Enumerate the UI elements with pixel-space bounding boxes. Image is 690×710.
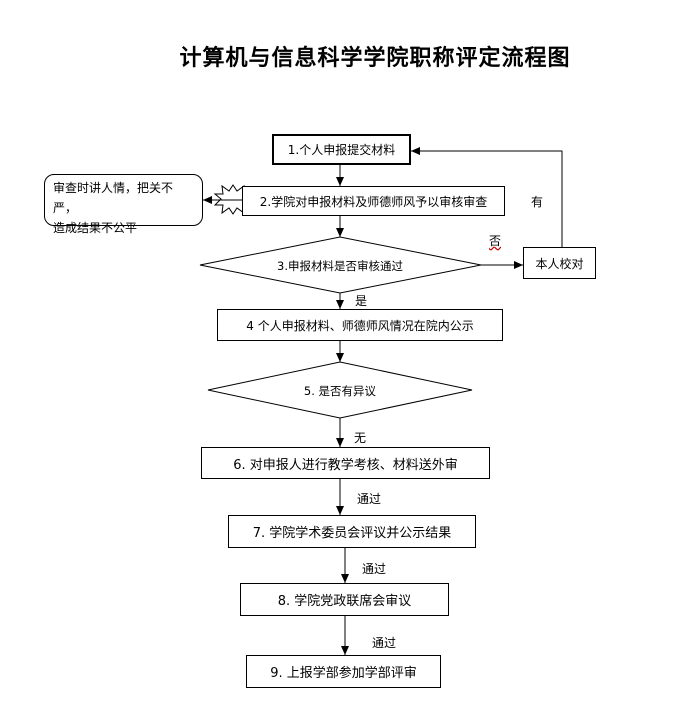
risk-callout-line1: 审查时讲人情，把关不严，: [53, 181, 174, 215]
edge-label-pass-3: 通过: [372, 636, 397, 650]
risk-callout: 审查时讲人情，把关不严， 造成结果不公平: [44, 174, 203, 235]
step-9-faculty-review: 9. 上报学部参加学部评审: [246, 655, 441, 688]
arrow-selfcheck-s1: [411, 147, 563, 247]
edge-label-no: 否: [489, 234, 502, 248]
decision-5-label: 5. 是否有异议: [303, 384, 377, 398]
step-8-party-joint-meeting: 8. 学院党政联席会审议: [240, 583, 449, 616]
edge-label-none: 无: [354, 431, 367, 445]
edge-label-pass-1: 通过: [357, 492, 382, 506]
edge-label-has: 有: [531, 195, 544, 209]
page-title: 计算机与信息科学学院职称评定流程图: [179, 45, 571, 71]
edge-label-yes: 是: [355, 294, 368, 308]
decision-diamond-objection: [207, 361, 473, 419]
step-6-teaching-assessment: 6. 对申报人进行教学考核、材料送外审: [201, 447, 490, 479]
edge-label-pass-2: 通过: [362, 562, 387, 576]
decision-3-label: 3.申报材料是否审核通过: [277, 259, 403, 273]
step-1-submit-materials: 1.个人申报提交材料: [272, 134, 411, 165]
step-2-college-review: 2.学院对申报材料及师德师风予以审核审查: [242, 186, 505, 216]
self-check-box: 本人校对: [523, 247, 596, 279]
risk-callout-line2: 造成结果不公平: [53, 221, 138, 235]
step-4-publicity: 4 个人申报材料、师德师风情况在院内公示: [217, 309, 503, 341]
step-7-academic-committee: 7. 学院学术委员会评议并公示结果: [228, 515, 476, 548]
